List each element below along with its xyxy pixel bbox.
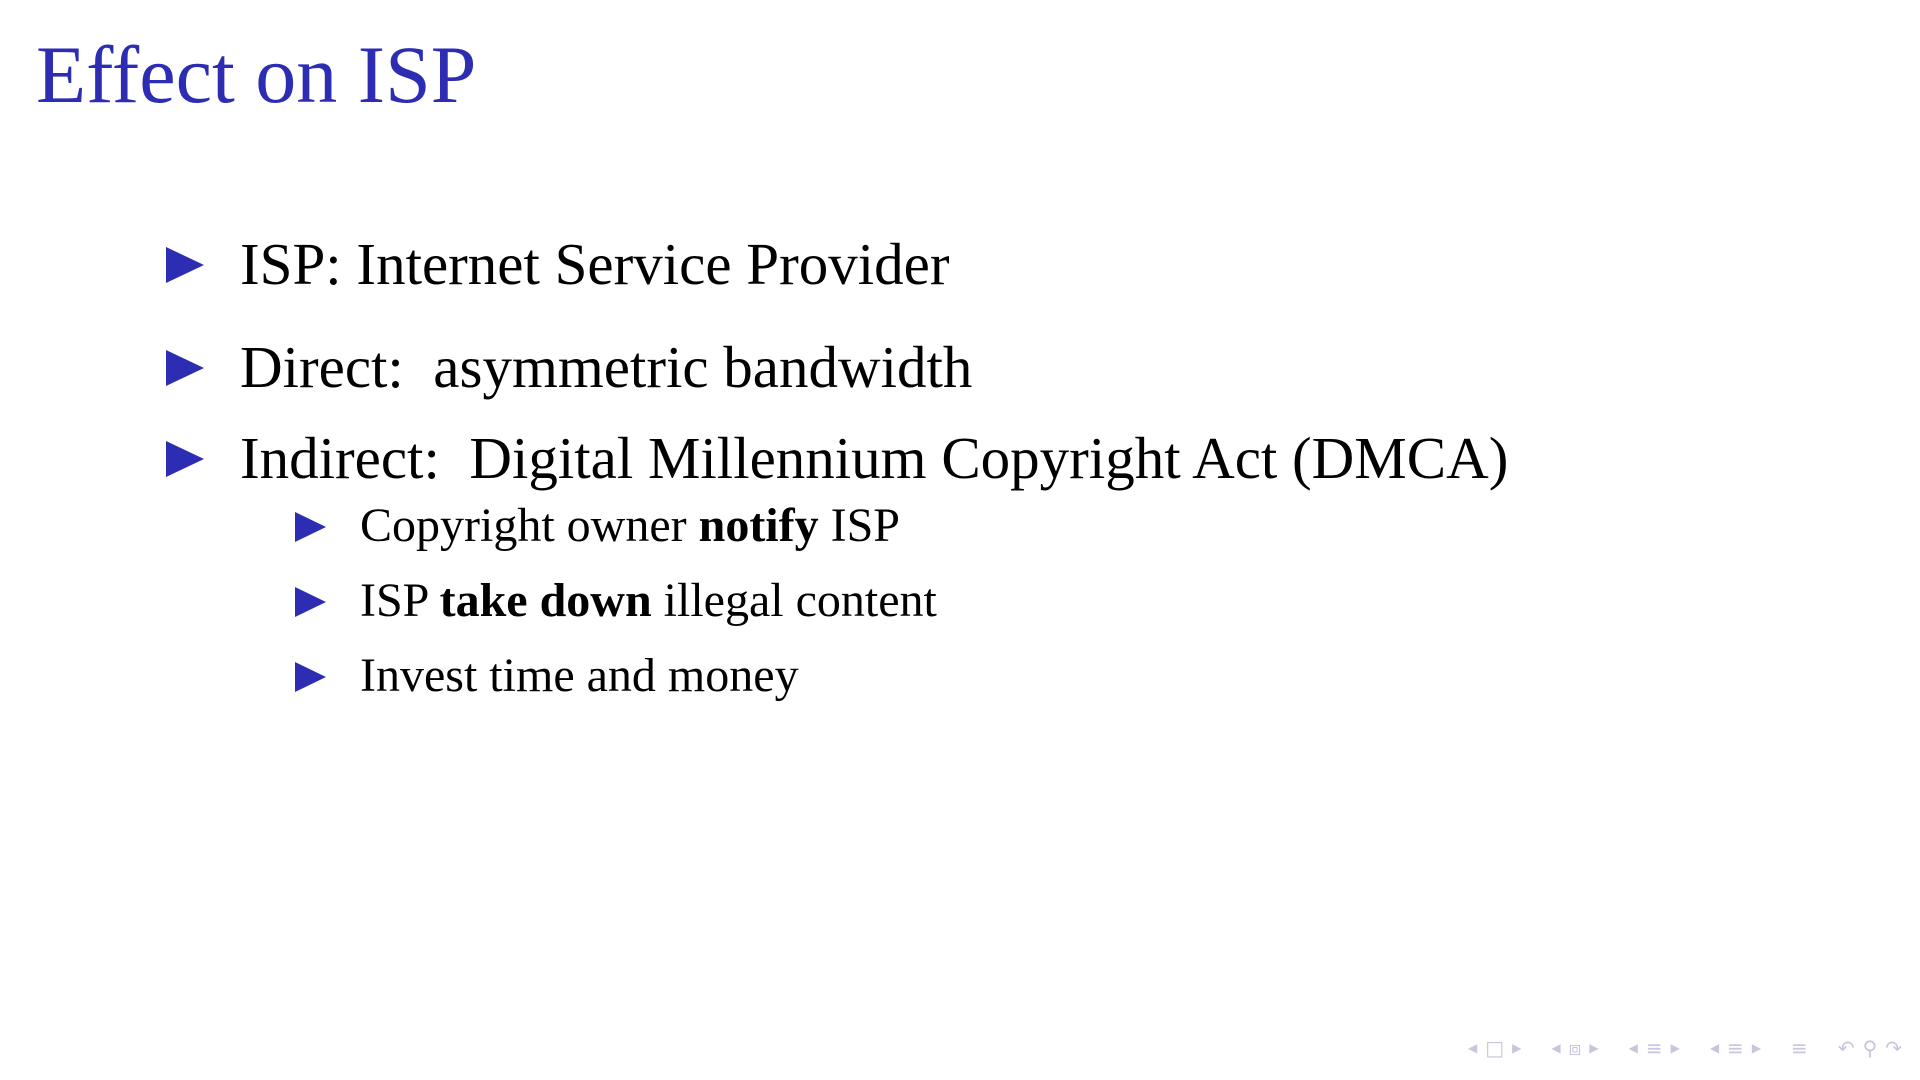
bullet-text: Direct: asymmetric bandwidth [240,334,973,400]
bullet-item-indirect: Indirect: Digital Millennium Copyright A… [166,429,1508,488]
slide-frame-icon[interactable]: □ [1485,1036,1505,1060]
next-subsection-icon[interactable]: ▶ [1589,1041,1599,1055]
bullet-text-bold: notify [698,499,819,552]
nav-group-part: ◀ ≡ ▶ [1706,1036,1765,1060]
sub-bullet-item-invest: Invest time and money [295,649,799,702]
bullet-item-direct: Direct: asymmetric bandwidth [166,338,972,397]
subsection-icon[interactable]: ⧈ [1568,1036,1582,1060]
bullet-text: Copyright owner [360,499,699,552]
sub-bullet-triangle-icon [295,587,326,617]
prev-part-icon[interactable]: ◀ [1709,1041,1720,1055]
prev-subsection-icon[interactable]: ◀ [1551,1041,1561,1055]
nav-group-slide: ◀ □ ▶ [1464,1036,1525,1060]
nav-group-section: ◀ ≡ ▶ [1625,1036,1684,1060]
nav-group-subsection: ◀ ⧈ ▶ [1547,1036,1602,1060]
bullet-text: Invest time and money [360,649,799,702]
prev-section-icon[interactable]: ◀ [1628,1041,1638,1055]
search-icon[interactable]: ⚲ [1862,1036,1878,1060]
bullet-text: ISP [360,574,440,627]
bullet-item-isp-definition: ISP: Internet Service Provider [166,235,949,294]
sub-bullet-item-take-down: ISP take down illegal content [295,574,937,627]
bullet-text: ISP [818,499,900,552]
bullet-list: ISP: Internet Service Provider Direct: a… [166,235,1508,702]
section-icon[interactable]: ≡ [1645,1036,1663,1060]
slide-title: Effect on ISP [36,29,477,120]
bullet-text: ISP: Internet Service Provider [240,231,950,297]
bullet-triangle-icon [166,441,204,477]
next-section-icon[interactable]: ▶ [1670,1041,1680,1055]
nav-group-appendix: ≡ [1787,1036,1812,1060]
bullet-text: illegal content [651,574,937,627]
bullet-triangle-icon [166,247,204,283]
back-icon[interactable]: ↶ [1837,1036,1855,1060]
next-part-icon[interactable]: ▶ [1751,1041,1762,1055]
appendix-icon[interactable]: ≡ [1791,1036,1808,1060]
beamer-navigation-bar: ◀ □ ▶ ◀ ⧈ ▶ ◀ ≡ ▶ ◀ ≡ ▶ ≡ ↶ ⚲ ↷ [1442,1036,1906,1060]
nav-group-history: ↶ ⚲ ↷ [1834,1036,1906,1060]
bullet-triangle-icon [166,350,204,386]
sub-bullet-triangle-icon [295,512,326,542]
sub-bullet-triangle-icon [295,662,326,692]
forward-icon[interactable]: ↷ [1885,1036,1902,1060]
bullet-text-bold: take down [439,574,652,627]
document-icon[interactable]: ≡ [1727,1036,1744,1060]
next-slide-icon[interactable]: ▶ [1512,1041,1522,1055]
bullet-text: Indirect: Digital Millennium Copyright A… [240,425,1509,491]
sub-bullet-item-notify: Copyright owner notify ISP [295,499,900,552]
prev-slide-icon[interactable]: ◀ [1468,1041,1478,1055]
